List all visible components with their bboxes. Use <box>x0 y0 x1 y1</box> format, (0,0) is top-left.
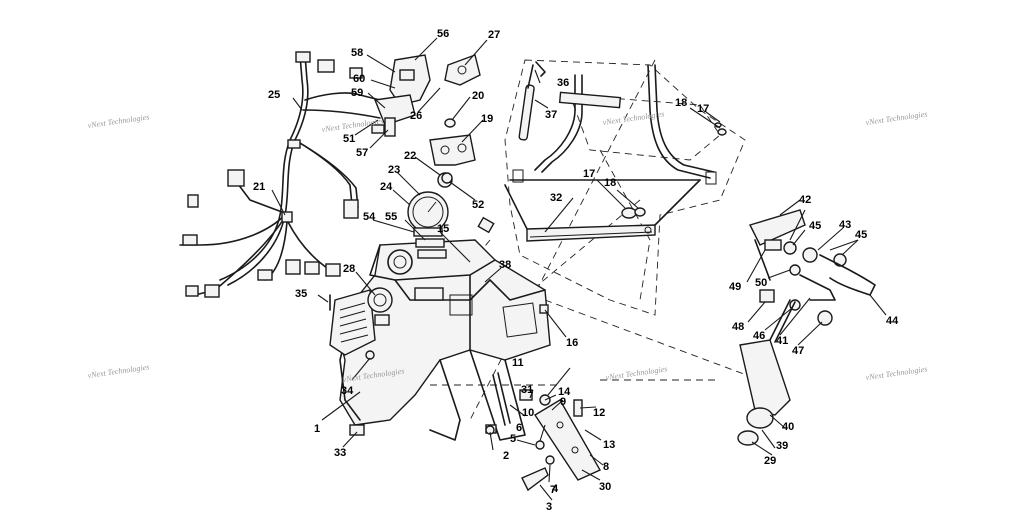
callout: 47 <box>792 345 804 357</box>
callout: 22 <box>404 150 416 162</box>
wiring-harness <box>179 51 381 298</box>
callout: 24 <box>380 181 393 193</box>
watermark: vNext Technologies <box>865 364 928 382</box>
callout: 16 <box>566 337 578 349</box>
callout: 28 <box>343 263 355 275</box>
callout: 27 <box>488 29 500 41</box>
callout: 45 <box>809 220 821 232</box>
console-body <box>339 239 551 441</box>
callout: 42 <box>799 194 811 206</box>
callout: 54 <box>363 211 376 223</box>
callout: 5 <box>510 433 516 445</box>
callout: 8 <box>603 461 609 473</box>
callout: 20 <box>472 90 484 102</box>
handlebar-switch-cluster <box>371 54 481 137</box>
callout: 37 <box>545 109 557 121</box>
cross-bar <box>526 224 656 242</box>
callout: 57 <box>356 147 368 159</box>
callout: 49 <box>729 281 741 293</box>
callout: 6 <box>516 422 522 434</box>
callout: 2 <box>503 450 509 462</box>
callout: 29 <box>764 455 776 467</box>
callout: 31 <box>521 384 533 396</box>
callout: 18 <box>675 97 687 109</box>
callout: 7 <box>550 484 556 496</box>
callout: 46 <box>753 330 765 342</box>
callout: 15 <box>437 223 449 235</box>
seat-frame <box>504 64 717 236</box>
callout: 23 <box>388 164 400 176</box>
callout: 50 <box>755 277 767 289</box>
callout: 32 <box>550 192 562 204</box>
leader-lines <box>271 37 887 501</box>
callout: 17 <box>583 168 595 180</box>
callout: 1 <box>314 423 320 435</box>
lever-assembly <box>737 209 876 446</box>
callout: 35 <box>295 288 307 300</box>
callout: 18 <box>604 177 616 189</box>
callout: 52 <box>472 199 484 211</box>
callout: 21 <box>253 181 265 193</box>
callout: 34 <box>341 385 354 397</box>
small-hardware <box>329 294 549 436</box>
callout: 55 <box>385 211 397 223</box>
callout: 11 <box>512 357 524 369</box>
callout: 19 <box>481 113 493 125</box>
callout: 40 <box>782 421 794 433</box>
callout: 33 <box>334 447 346 459</box>
watermark: vNext Technologies <box>87 362 150 380</box>
callout: 17 <box>697 103 709 115</box>
callout: 13 <box>603 439 615 451</box>
key-bracket <box>429 118 476 184</box>
gas-strut <box>518 61 546 141</box>
callout: 60 <box>353 73 365 85</box>
callout: 9 <box>560 396 566 408</box>
callout: 56 <box>437 28 449 40</box>
callout: 4 <box>552 483 559 495</box>
callout: 45 <box>855 229 867 241</box>
grommets <box>621 122 727 219</box>
callout: 58 <box>351 47 363 59</box>
callout: 26 <box>410 110 422 122</box>
callout: 44 <box>886 315 899 327</box>
watermark: vNext Technologies <box>602 109 665 127</box>
switch-block <box>413 216 495 259</box>
callout: 36 <box>557 77 569 89</box>
rear-body-outline <box>504 59 746 316</box>
callout: 39 <box>776 440 788 452</box>
callout: 12 <box>593 407 605 419</box>
callout: 48 <box>732 321 744 333</box>
callout: 14 <box>558 386 571 398</box>
watermark: vNext Technologies <box>865 109 928 127</box>
callout: 38 <box>499 259 511 271</box>
callout-labels: 1 2 3 4 5 6 7 8 9 10 11 12 13 14 15 16 1… <box>253 28 899 512</box>
callout: 30 <box>599 481 611 493</box>
callout: 59 <box>351 87 363 99</box>
callout: 43 <box>839 219 851 231</box>
callout: 25 <box>268 89 280 101</box>
callout: 3 <box>546 501 552 512</box>
watermark: vNext Technologies <box>605 364 668 382</box>
watermark: vNext Technologies <box>87 112 150 130</box>
callout: 51 <box>343 133 355 145</box>
callout: 10 <box>522 407 534 419</box>
callout: 41 <box>776 335 788 347</box>
